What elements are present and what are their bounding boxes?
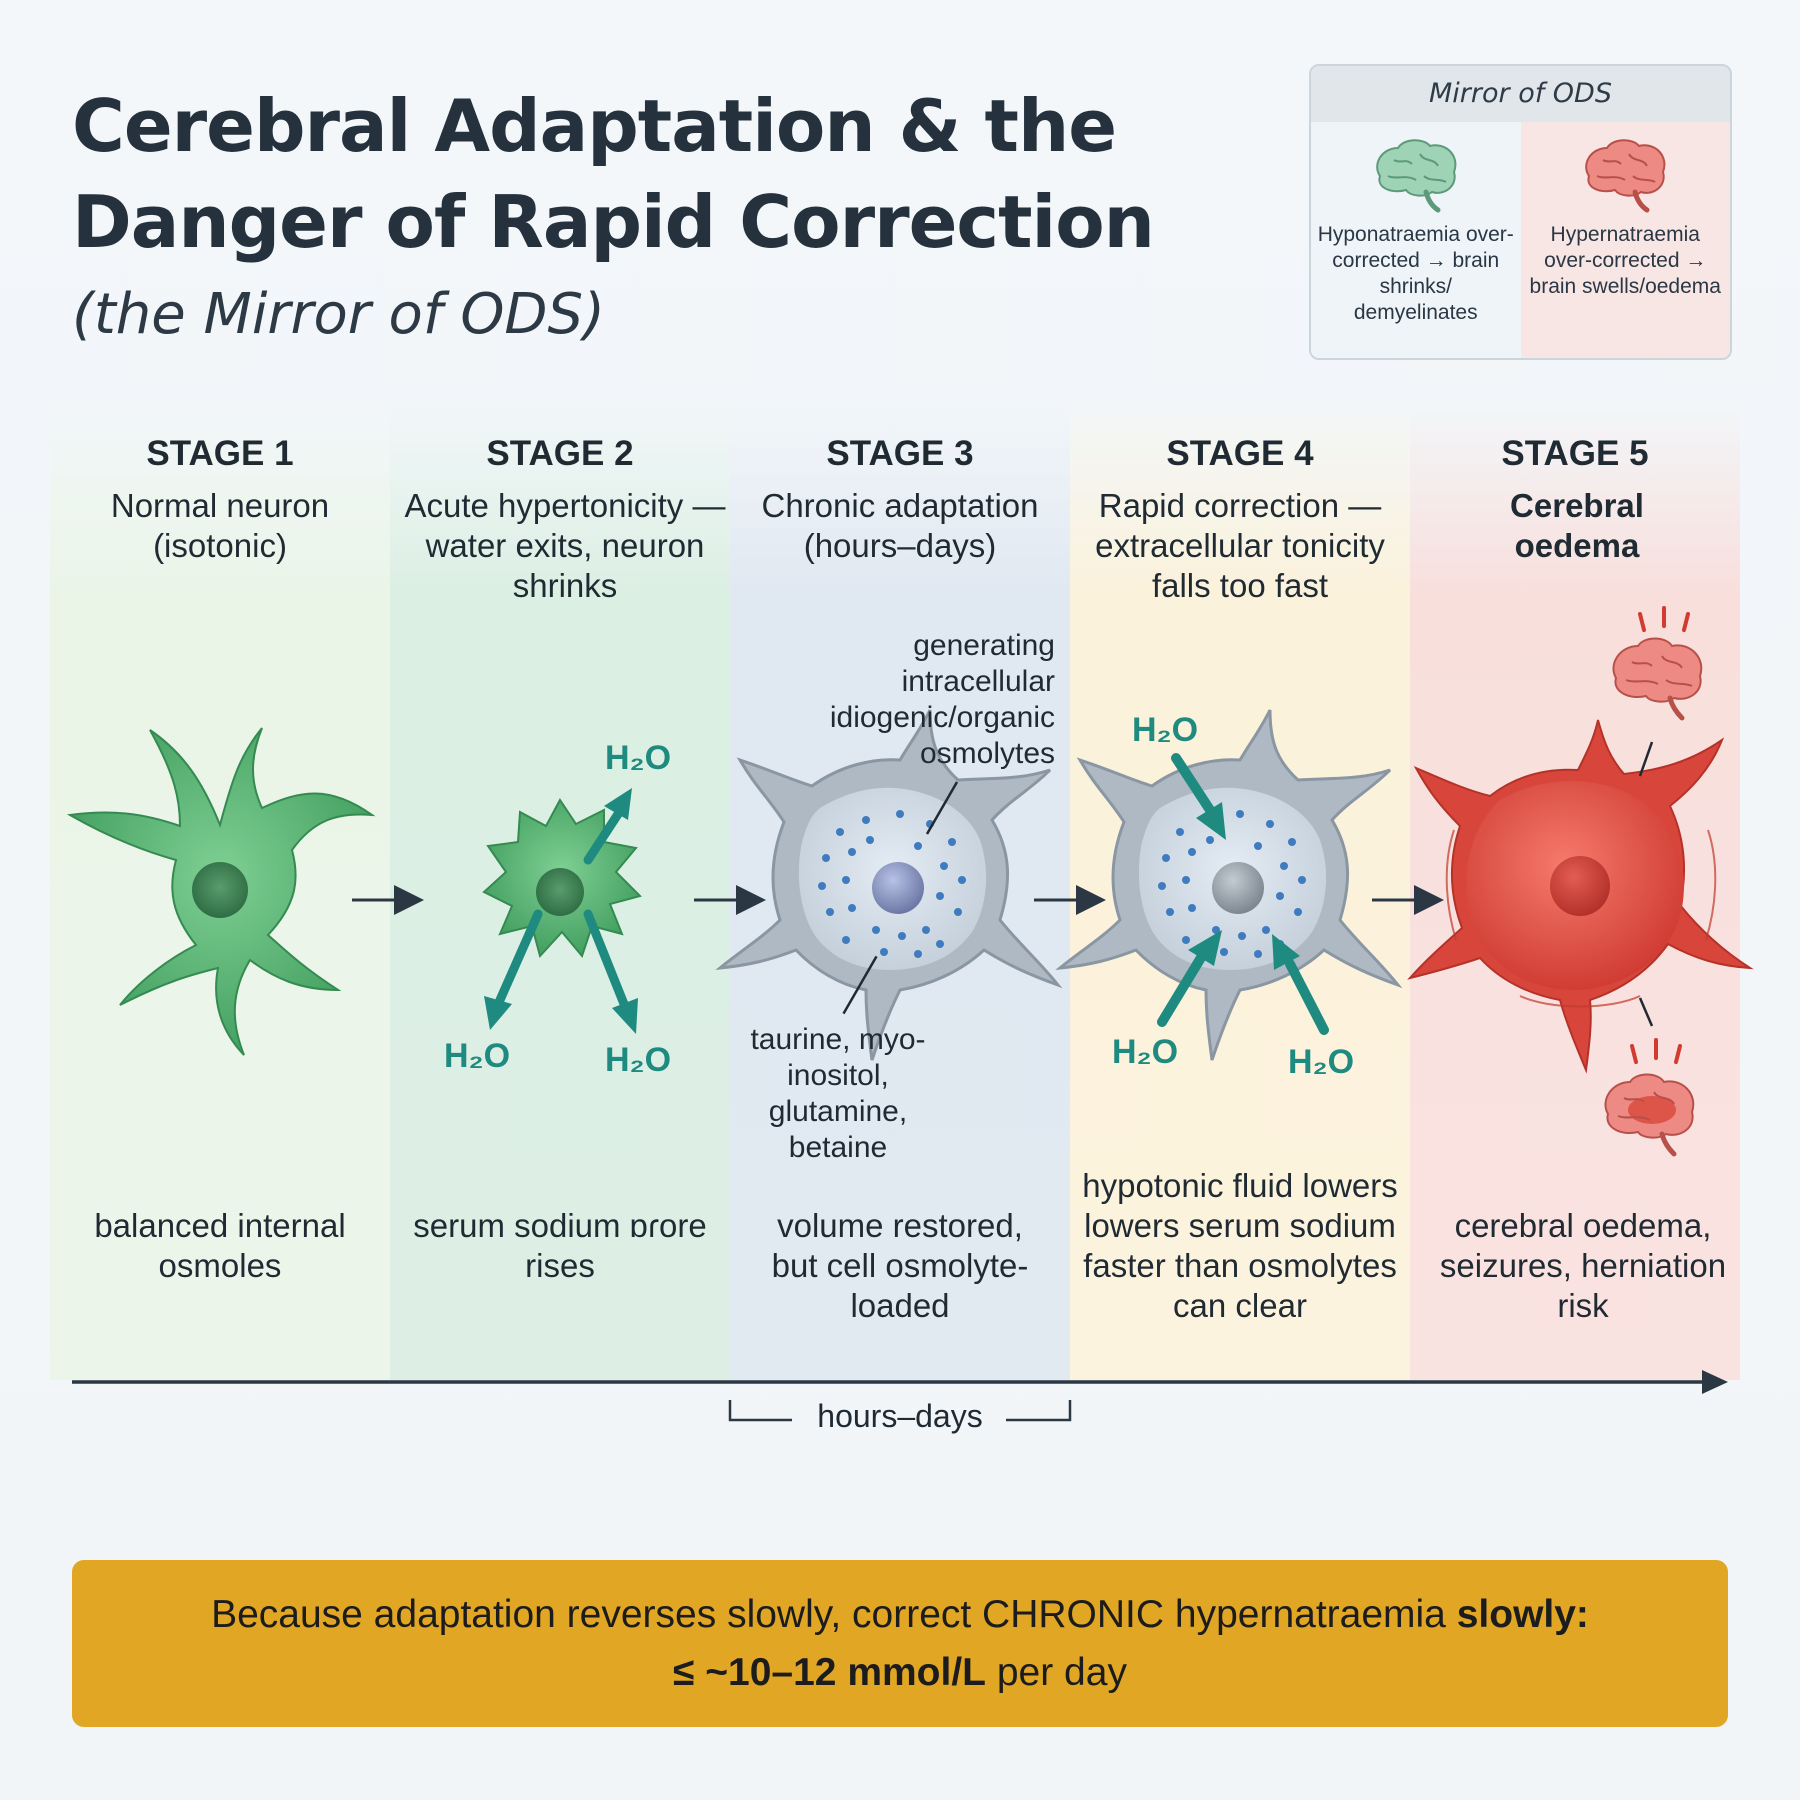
stage-4-description: Rapid correction — extracellular tonicit… <box>1095 487 1385 604</box>
timeline-label: hours–days <box>817 1398 983 1434</box>
neuron-stage-1 <box>66 727 376 1056</box>
osmolyte-list-note: taurine, myo-inositol, glutamine, betain… <box>750 1023 926 1164</box>
stage-5-description: Cerebral oedema <box>1510 487 1644 564</box>
timeline-axis <box>72 1370 1728 1394</box>
mirror-right-text: Hypernatraemia over-corrected → brain sw… <box>1529 223 1721 298</box>
mirror-of-ods-panel: Mirror of ODS Hyponatraemia over-correct… <box>1309 64 1732 360</box>
stage-1-label: STAGE 1 <box>146 434 294 473</box>
neuron-stage-5 <box>1407 719 1754 1074</box>
stage-1-caption: balanced internal osmoles <box>94 1207 346 1284</box>
mirror-hyponatraemia-column: Hyponatraemia over-corrected → brain shr… <box>1311 122 1521 358</box>
water-label: H₂O <box>1132 711 1199 749</box>
stage-3-label: STAGE 3 <box>826 434 974 473</box>
water-arrows-stage-4 <box>1157 753 1329 1035</box>
mirror-heading: Mirror of ODS <box>1311 66 1730 122</box>
brain-icon-swollen-top <box>1612 637 1703 721</box>
stage-5-caption: cerebral oedema, seizures, herniation ri… <box>1439 1207 1727 1324</box>
page-subtitle: (the Mirror of ODS) <box>72 282 605 347</box>
alert-marks-top <box>1638 606 1690 632</box>
stage-2-label: STAGE 2 <box>486 434 634 473</box>
water-label: H₂O <box>1288 1043 1355 1081</box>
swelling-lines <box>1445 829 1717 1008</box>
key-message-banner: Because adaptation reverses slowly, corr… <box>72 1560 1728 1727</box>
water-label: H₂O <box>605 739 672 777</box>
water-label: H₂O <box>605 1041 672 1079</box>
stage-2-description: Acute hypertonicity — water exits, neuro… <box>404 487 726 604</box>
water-label: H₂O <box>444 1037 511 1075</box>
stage-1-description: Normal neuron (isotonic) <box>110 487 330 564</box>
stage-2-caption: serum sodium ɒɾore rises <box>413 1207 707 1284</box>
banner-emphasis: slowly: <box>1456 1592 1589 1636</box>
mirror-left-text: Hyponatraemia over-corrected → brain shr… <box>1317 223 1514 324</box>
water-label: H₂O <box>1112 1033 1179 1071</box>
brain-icon-red <box>1585 139 1666 213</box>
banner-line-2: ≤ ~10–12 mmol/L per day <box>72 1644 1728 1702</box>
osmolyte-dots-stage-4 <box>1158 810 1306 958</box>
stage-4-caption: hypotonic fluid lowers lowers serum sodi… <box>1082 1167 1398 1324</box>
osmolyte-dots-stage-3 <box>818 810 966 958</box>
stage-3-caption: volume restored, but cell osmolyte-loade… <box>771 1207 1029 1324</box>
neuron-stage-3 <box>715 709 1063 1061</box>
timeline-bracket <box>728 1400 1072 1422</box>
brain-icon-oedema-bottom <box>1604 1073 1695 1157</box>
alert-marks-bottom <box>1630 1038 1682 1064</box>
title-line-1: Cerebral Adaptation & the <box>72 84 1117 168</box>
banner-text-2: per day <box>996 1650 1127 1694</box>
page-title: Cerebral Adaptation & the Danger of Rapi… <box>72 78 1155 270</box>
banner-text-1: Because adaptation reverses slowly, corr… <box>211 1592 1446 1636</box>
mirror-hypernatraemia-column: Hypernatraemia over-corrected → brain sw… <box>1520 122 1730 358</box>
water-arrows-stage-2 <box>484 788 638 1034</box>
stage-3-description: Chronic adaptation (hours–days) <box>761 487 1039 564</box>
stage-4-label: STAGE 4 <box>1166 434 1314 473</box>
osmolyte-generation-note: generating intracellular idiogenic/organ… <box>829 629 1055 770</box>
banner-line-1: Because adaptation reverses slowly, corr… <box>72 1586 1728 1644</box>
stage-5-label: STAGE 5 <box>1501 434 1649 473</box>
neuron-stage-4 <box>1055 709 1403 1061</box>
brain-icon-green <box>1375 139 1457 213</box>
title-line-2: Danger of Rapid Correction <box>72 180 1155 264</box>
banner-rate: ≤ ~10–12 mmol/L <box>673 1650 987 1694</box>
